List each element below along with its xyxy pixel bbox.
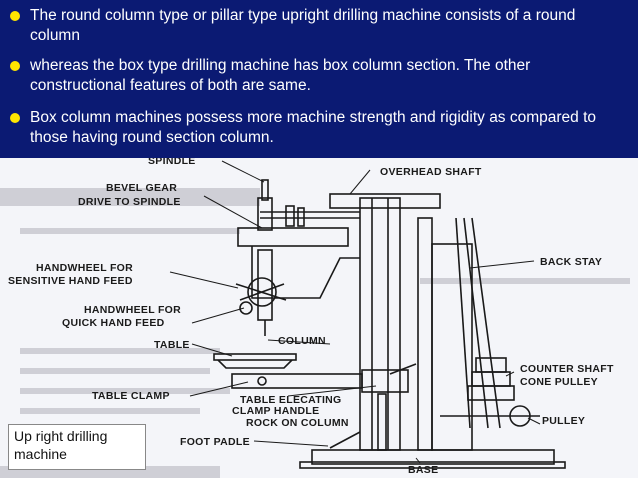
caption-line-2: machine [14,446,67,462]
label-column: COLUMN [278,335,326,347]
label-handwheel-sensitive-2: SENSITIVE HAND FEED [8,275,133,287]
leader-lines [169,160,541,464]
bullet-text: Box column machines possess more machine… [30,109,597,146]
label-bevel-gear-2: DRIVE TO SPINDLE [78,196,181,208]
label-overhead-shaft: OVERHEAD SHAFT [380,166,482,178]
caption-text: Up right drilling machine [14,427,107,463]
label-bevel-gear-1: BEVEL GEAR [106,182,177,194]
label-table-elevating-2: CLAMP HANDLE [232,405,319,417]
label-spindle: SPINDLE [148,158,196,167]
label-handwheel-quick-1: HANDWHEEL FOR [84,304,181,316]
table-shape [213,353,297,361]
label-foot-padle: FOOT PADLE [180,436,250,448]
bullet-dot-icon [10,61,20,71]
label-handwheel-sensitive-1: HANDWHEEL FOR [36,262,133,274]
bullet-text: whereas the box type drilling machine ha… [30,57,531,94]
label-table-clamp: TABLE CLAMP [92,390,170,402]
drilling-machine-diagram: SPINDLE OVERHEAD SHAFT BEVEL GEAR DRIVE … [0,158,638,478]
label-table: TABLE [154,339,190,351]
label-rock-on-column: ROCK ON COLUMN [246,417,349,429]
machine-outline [213,179,566,469]
label-pulley: PULLEY [542,415,585,427]
bullet-text: The round column type or pillar type upr… [30,7,576,44]
caption-box: Up right drilling machine [8,424,146,470]
bullet-dot-icon [10,113,20,123]
caption-line-1: Up right drilling [14,428,108,444]
bullet-list: The round column type or pillar type upr… [0,0,638,158]
label-back-stay: BACK STAY [540,256,602,268]
label-counter-shaft-1: COUNTER SHAFT [520,363,614,375]
label-base: BASE [408,464,438,476]
label-table-elevating-1: TABLE ELECATING [240,394,342,406]
label-counter-shaft-2: CONE PULLEY [520,376,598,388]
bullet-dot-icon [10,11,20,21]
label-handwheel-quick-2: QUICK HAND FEED [62,317,165,329]
